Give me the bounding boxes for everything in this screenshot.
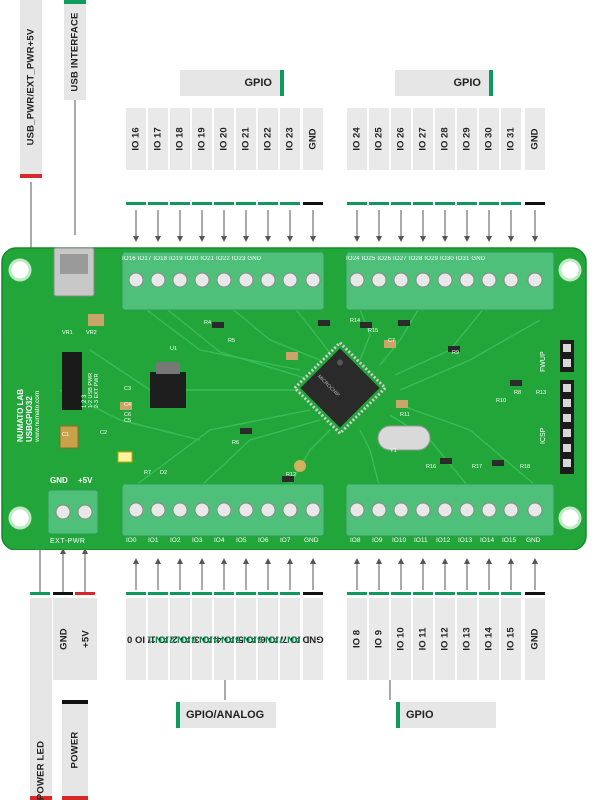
top-terminal-blocks bbox=[121, 251, 555, 311]
gpio-header-bottom-text: GPIO bbox=[406, 709, 434, 721]
brand-block: NUMATO LAB USBGPIO32 www.numato.com bbox=[16, 332, 50, 442]
gpio-header-top-right: GPIO bbox=[395, 70, 493, 96]
top-pin-label: IO 17 bbox=[148, 108, 168, 170]
top-pin-label: IO 31 bbox=[501, 108, 521, 170]
bottom-pin-label: GND bbox=[525, 598, 545, 680]
gpio-analog-header: GPIO/ANALOG bbox=[176, 702, 276, 728]
top-pin-label: GND bbox=[303, 108, 323, 170]
bottom-terminal-blocks bbox=[47, 483, 555, 537]
gpio-analog-header-text: GPIO/ANALOG bbox=[186, 709, 265, 721]
power-group-label: POWER bbox=[62, 700, 88, 800]
pcb-board bbox=[1, 247, 587, 550]
top-pin-label: IO 28 bbox=[435, 108, 455, 170]
top-pin-label: IO 27 bbox=[413, 108, 433, 170]
board-silk-bottom-right: IO8 IO9 IO10 IO11 IO12 IO13 IO14 IO15 GN… bbox=[350, 537, 541, 544]
power-led-text: POWER LED bbox=[35, 740, 47, 800]
icsp-silk: ICSP bbox=[540, 427, 547, 444]
usb-pwr-label: USB_PWR/EXT_PWR+5V bbox=[20, 0, 42, 178]
usb-interface-label: USB INTERFACE bbox=[64, 0, 86, 100]
board-silk-top-right: IO24 IO25 IO26 IO27 IO28 IO29 IO30 IO31 … bbox=[346, 256, 486, 262]
bottom-pin-label: IO 1/AN 1 bbox=[147, 598, 169, 680]
ext-pwr-silk: EXT-PWR bbox=[50, 538, 86, 545]
top-pin-label: IO 23 bbox=[280, 108, 300, 170]
top-pin-label: GND bbox=[525, 108, 545, 170]
bottom-pin-label: IO 9 bbox=[369, 598, 389, 680]
bottom-pin-label: IO 12 bbox=[435, 598, 455, 680]
top-pin-label: IO 18 bbox=[170, 108, 190, 170]
bottom-pin-label: IO 6/AN 6 bbox=[257, 598, 279, 680]
brand-name: NUMATO LAB bbox=[16, 388, 25, 442]
bottom-pin-label: IO 7/AN 7 bbox=[279, 598, 301, 680]
power-led-label: POWER LED bbox=[30, 598, 52, 800]
power-silk-5v: +5V bbox=[78, 476, 93, 485]
bottom-pin-label: IO 4/AN 4 bbox=[213, 598, 235, 680]
gpio-header-top-left-text: GPIO bbox=[244, 77, 272, 89]
gpio-header-top-right-text: GPIO bbox=[453, 77, 481, 89]
top-pin-label: IO 24 bbox=[347, 108, 367, 170]
bottom-pin-label: IO 3/AN 3 bbox=[191, 598, 213, 680]
bottom-pin-label: IO 8 bbox=[347, 598, 367, 680]
power-silk-gnd: GND bbox=[50, 476, 68, 485]
bottom-pin-label: IO 13 bbox=[457, 598, 477, 680]
bottom-pin-label: IO 5/AN 5 bbox=[235, 598, 257, 680]
top-pin-label: IO 22 bbox=[258, 108, 278, 170]
top-pin-label: IO 30 bbox=[479, 108, 499, 170]
bottom-pin-label: IO 2/AN 2 bbox=[169, 598, 191, 680]
bottom-pin-label: IO 15 bbox=[501, 598, 521, 680]
top-pin-label: IO 26 bbox=[391, 108, 411, 170]
bottom-pin-label: IO 11 bbox=[413, 598, 433, 680]
top-pin-label: IO 29 bbox=[457, 108, 477, 170]
brand-website: www.numato.com bbox=[34, 390, 41, 442]
board-silk-top-left: IO16 IO17 IO18 IO19 IO20 IO21 IO22 IO23 … bbox=[122, 256, 262, 262]
top-pin-label: IO 21 bbox=[236, 108, 256, 170]
top-pin-label: IO 16 bbox=[126, 108, 146, 170]
bottom-pin-label: GND bbox=[302, 598, 324, 680]
board-silk-bottom-left: IO0 IO1 IO2 IO3 IO4 IO5 IO6 IO7 GND bbox=[126, 537, 319, 544]
plus5v-power-label: +5V bbox=[75, 598, 97, 680]
bottom-pin-label: IO 10 bbox=[391, 598, 411, 680]
top-pin-label: IO 20 bbox=[214, 108, 234, 170]
gnd-power-label: GND bbox=[53, 598, 75, 680]
jumper-note: 1 2 3 1-2 USB PWR 2-3 EXT PWR bbox=[82, 372, 100, 408]
gpio-header-top-left: GPIO bbox=[180, 70, 284, 96]
bottom-pin-label: IO 0 bbox=[126, 598, 146, 680]
top-pin-label: IO 25 bbox=[369, 108, 389, 170]
bottom-pin-label: IO 14 bbox=[479, 598, 499, 680]
power-group-text: POWER bbox=[69, 731, 81, 769]
gpio-header-bottom: GPIO bbox=[396, 702, 496, 728]
top-pin-label: IO 19 bbox=[192, 108, 212, 170]
brand-model: USBGPIO32 bbox=[25, 396, 34, 442]
fwup-silk: FWUP bbox=[540, 351, 547, 372]
